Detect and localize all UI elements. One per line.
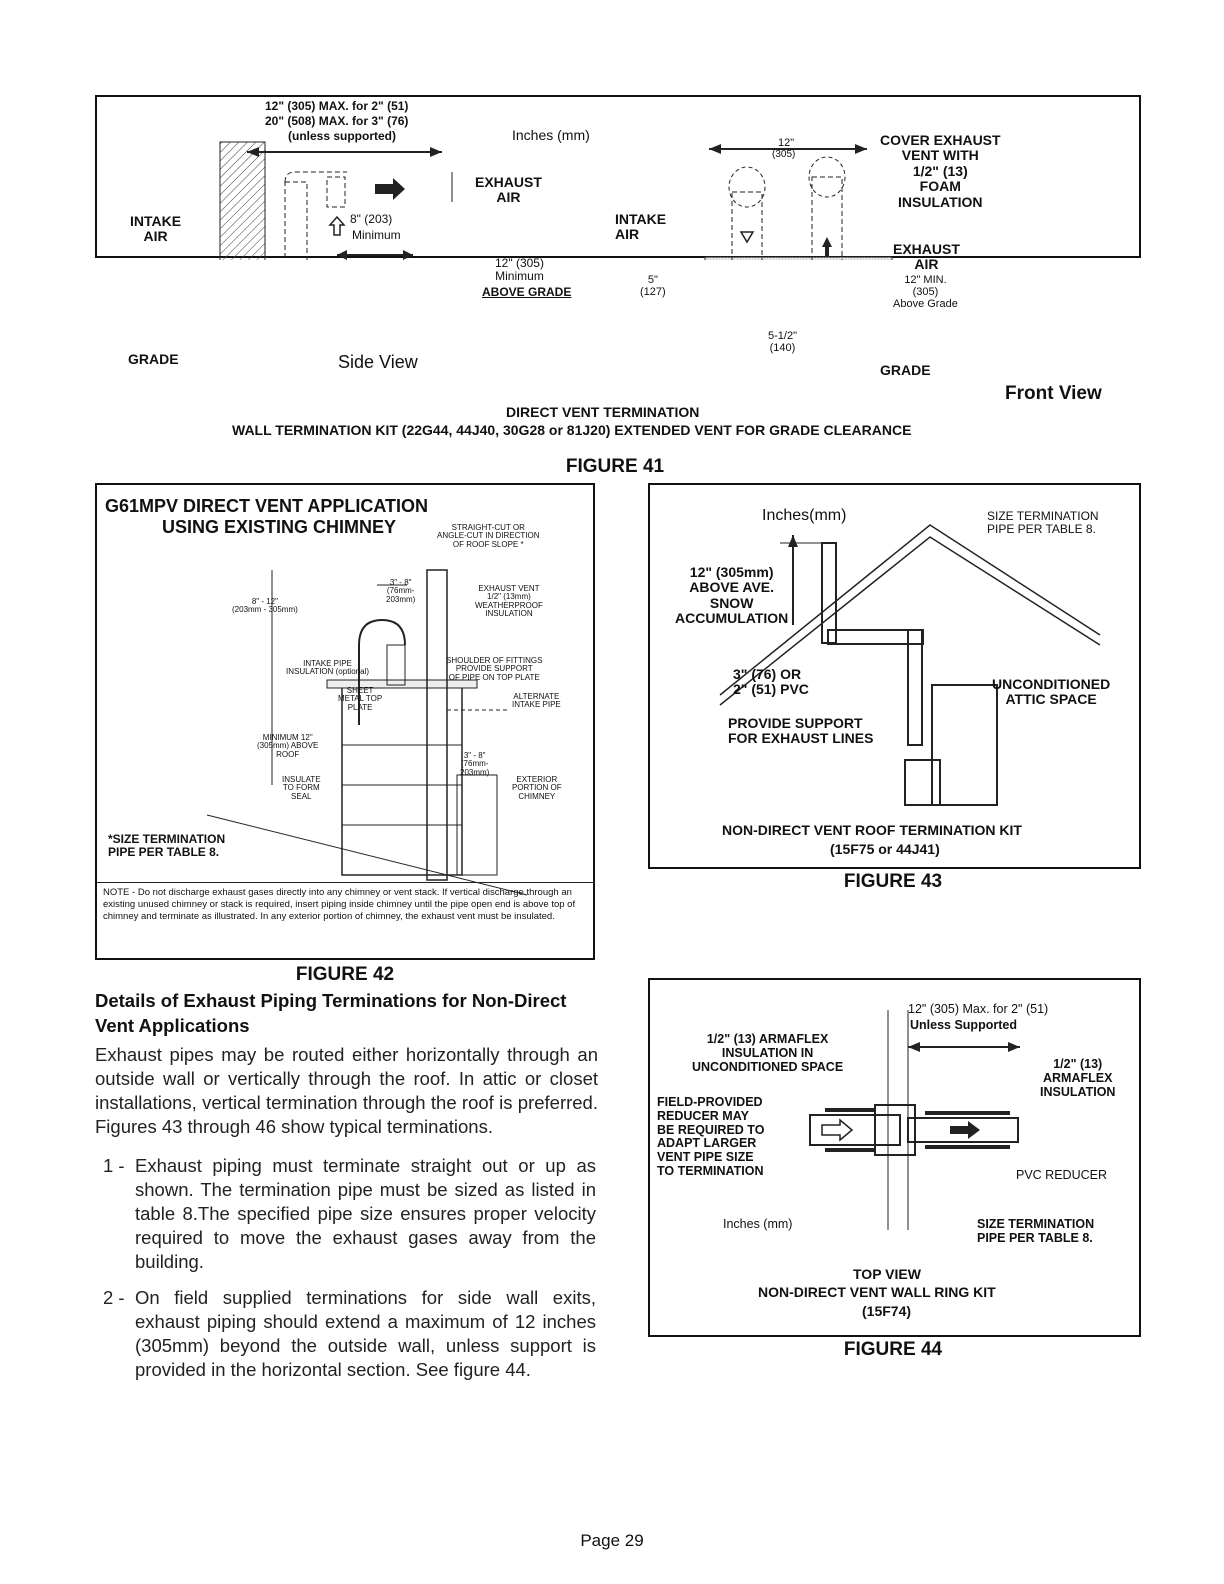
fig44-title2: NON-DIRECT VENT WALL RING KIT xyxy=(758,1284,996,1300)
fig42-intake-pipe-ins: INTAKE PIPE INSULATION (optional) xyxy=(286,659,369,677)
list-item-2-number: 2 - xyxy=(103,1287,125,1308)
fig42-title1: G61MPV DIRECT VENT APPLICATION xyxy=(105,496,429,516)
figure-43-box xyxy=(648,483,1141,869)
fig44-armaflex-right: 1/2" (13) ARMAFLEX INSULATION xyxy=(1040,1057,1116,1099)
figure-42-caption: FIGURE 42 xyxy=(295,964,395,985)
figure-43-diagram xyxy=(719,524,1101,806)
fig41-side-view: Side View xyxy=(338,352,418,372)
fig41-intake-air-left: INTAKE AIR xyxy=(130,213,182,245)
fig43-unconditioned: UNCONDITIONED ATTIC SPACE xyxy=(992,676,1111,708)
fig42-exhaust-vent: EXHAUST VENT 1/2" (13mm) WEATHERPROOF IN… xyxy=(475,584,543,619)
fig41-8-203: 8" (203) xyxy=(350,212,393,226)
fig41-max-line1: 12" (305) MAX. for 2" (51) xyxy=(265,99,409,113)
fig42-straight-cut: STRAIGHT-CUT OR ANGLE-CUT IN DIRECTION O… xyxy=(437,523,540,549)
figure-44-caption: FIGURE 44 xyxy=(843,1339,943,1360)
fig44-inches-mm: Inches (mm) xyxy=(723,1217,793,1231)
figure-44-box xyxy=(648,978,1141,1337)
fig42-dim-mid: 3" - 8" (76mm- 203mm) xyxy=(460,751,490,777)
fig41-front-view: Front View xyxy=(1005,383,1102,404)
fig41-five-in: 5" (127) xyxy=(640,274,666,299)
fig42-size-term: *SIZE TERMINATION PIPE PER TABLE 8. xyxy=(108,832,226,860)
fig41-above-grade: ABOVE GRADE xyxy=(482,285,572,299)
list-item-2-text: On field supplied terminations for side … xyxy=(135,1287,596,1380)
fig41-max-line3: (unless supported) xyxy=(288,129,397,143)
fig41-max-line2: 20" (508) MAX. for 3" (76) xyxy=(265,114,409,128)
fig42-note-divider xyxy=(97,882,593,883)
fig41-intake-air-right: INTAKE AIR xyxy=(615,211,667,243)
fig44-title3: (15F74) xyxy=(862,1303,912,1319)
fig42-dim-left: 8" - 12" (203mm - 305mm) xyxy=(232,597,298,615)
fig43-size-term: SIZE TERMINATION PIPE PER TABLE 8. xyxy=(987,509,1099,537)
figure-44-diagram xyxy=(809,1010,1020,1230)
fig41-min-12-right: 12" MIN. (305) Above Grade xyxy=(893,274,958,311)
fig41-exhaust-air-right: EXHAUST AIR xyxy=(893,241,960,273)
figure-41-diagram xyxy=(219,141,893,260)
fig44-title1: TOP VIEW xyxy=(853,1266,921,1282)
figure-42-box xyxy=(95,483,595,960)
list-item-1-text: Exhaust piping must terminate straight o… xyxy=(135,1155,596,1272)
fig44-max-line2: Unless Supported xyxy=(910,1018,1017,1032)
section-intro: Exhaust pipes may be routed either horiz… xyxy=(95,1044,598,1137)
fig41-grade-left: GRADE xyxy=(128,351,179,367)
fig44-field-provided: FIELD-PROVIDED REDUCER MAY BE REQUIRED T… xyxy=(657,1095,765,1178)
fig44-size-term: SIZE TERMINATION PIPE PER TABLE 8. xyxy=(977,1217,1095,1245)
fig44-armaflex-left: 1/2" (13) ARMAFLEX INSULATION IN UNCONDI… xyxy=(692,1032,844,1074)
fig41-exhaust-air: EXHAUST AIR xyxy=(475,174,542,206)
fig42-dim-top: 3" - 8" (76mm- 203mm) xyxy=(386,578,416,604)
fig42-exterior: EXTERIOR PORTION OF CHIMNEY xyxy=(512,775,562,801)
fig42-title2: USING EXISTING CHIMNEY xyxy=(162,517,397,537)
figure-43-caption: FIGURE 43 xyxy=(843,871,943,892)
list-item-1-number: 1 - xyxy=(103,1155,125,1176)
fig41-grade-right: GRADE xyxy=(880,362,931,378)
fig41-min-12: 12" (305) Minimum xyxy=(495,256,544,284)
fig41-cover-exhaust: COVER EXHAUST VENT WITH 1/2" (13) FOAM I… xyxy=(880,132,1001,210)
fig42-alternate: ALTERNATE INTAKE PIPE xyxy=(512,692,561,710)
figure-41-caption: FIGURE 41 xyxy=(565,456,665,477)
fig42-note: NOTE - Do not discharge exhaust gases di… xyxy=(103,887,576,922)
figure-42-diagram xyxy=(206,569,528,896)
fig41-front-305: (305) xyxy=(772,149,796,160)
page-number: Page 29 xyxy=(580,1531,644,1550)
fig41-title2: WALL TERMINATION KIT (22G44, 44J40, 30G2… xyxy=(232,422,912,438)
fig43-provide-support: PROVIDE SUPPORT FOR EXHAUST LINES xyxy=(728,715,874,747)
fig42-minimum-12: MINIMUM 12" (305mm) ABOVE ROOF xyxy=(257,733,319,759)
fig43-above-ave: 12" (305mm) ABOVE AVE. SNOW ACCUMULATION xyxy=(675,564,789,627)
fig43-pvc: 3" (76) OR 2" (51) PVC xyxy=(733,666,809,698)
fig41-front-12: 12" xyxy=(778,137,795,149)
section-heading: Details of Exhaust Piping Terminations f… xyxy=(95,990,567,1036)
fig41-inches-mm: Inches (mm) xyxy=(512,127,590,143)
fig44-max-line1: 12" (305) Max. for 2" (51) xyxy=(908,1002,1049,1016)
fig43-title1: NON-DIRECT VENT ROOF TERMINATION KIT xyxy=(722,822,1022,838)
figure-41-box xyxy=(95,95,1141,260)
fig42-sheet-metal: SHEET METAL TOP PLATE xyxy=(338,686,383,712)
fig41-five-half: 5-1/2" (140) xyxy=(768,330,797,355)
fig42-insulate: INSULATE TO FORM SEAL xyxy=(282,775,321,801)
fig41-title1: DIRECT VENT TERMINATION xyxy=(506,404,700,420)
fig41-minimum: Minimum xyxy=(352,228,401,242)
fig43-inches-mm: Inches(mm) xyxy=(762,507,847,524)
fig44-pvc-reducer: PVC REDUCER xyxy=(1016,1168,1107,1182)
fig43-title2: (15F75 or 44J41) xyxy=(830,841,940,857)
fig42-shoulder: SHOULDER OF FITTINGS PROVIDE SUPPORT OF … xyxy=(446,656,543,682)
